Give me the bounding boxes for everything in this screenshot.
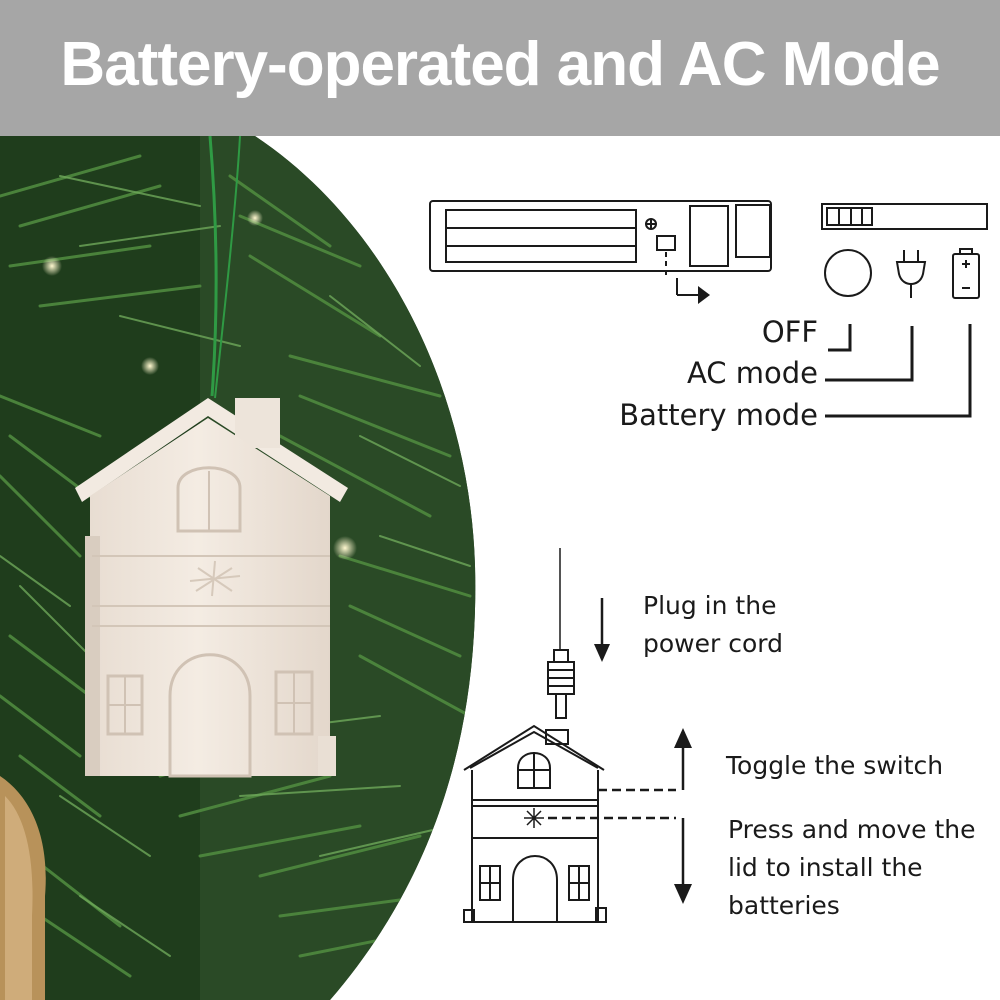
battery-icon [952, 248, 980, 299]
label-off: OFF [761, 315, 818, 349]
power-plug-connector [547, 649, 575, 719]
header-banner: Battery-operated and AC Mode [0, 0, 1000, 136]
product-photo [0, 136, 476, 1000]
house-ornament [75, 398, 348, 778]
step-press-lid: Press and move the lid to install the ba… [728, 815, 976, 920]
step-toggle: Toggle the switch [726, 751, 944, 780]
step-plug-in: Plug in the power cord [643, 591, 783, 658]
plug-icon [895, 250, 927, 298]
house-diagram [463, 724, 607, 923]
label-ac-mode: AC mode [686, 356, 818, 390]
label-battery-mode: Battery mode [619, 398, 818, 432]
switch-front-view [821, 203, 988, 230]
off-circle-icon [824, 249, 872, 297]
battery-box-side-view [429, 200, 772, 296]
page-title: Battery-operated and AC Mode [60, 30, 940, 99]
